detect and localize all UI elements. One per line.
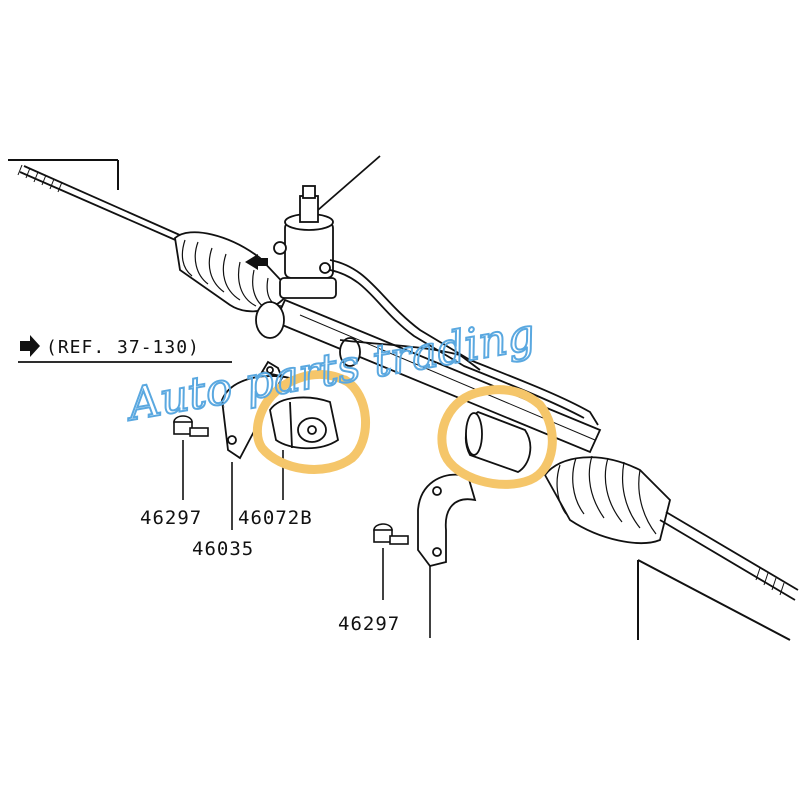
- part-label-clamp-left: 46035: [192, 538, 254, 560]
- part-label-bushing-left: 46072B: [238, 507, 313, 529]
- highlight-circles: [252, 370, 557, 489]
- part-label-bolt-left: 46297: [140, 507, 202, 529]
- bushing-left: [269, 396, 340, 450]
- highlight-circle-right: [437, 385, 557, 489]
- highlight-circle-left: [252, 370, 371, 474]
- rack-assembly: [17, 155, 799, 601]
- bushing-right: [464, 410, 532, 473]
- direction-arrow-icon: [245, 254, 268, 270]
- reference-note: (REF. 37-130): [18, 335, 232, 363]
- clamp-bracket-right: [417, 473, 477, 568]
- part-label-bolt-right: 46297: [338, 613, 400, 635]
- reference-text: (REF. 37-130): [46, 337, 200, 358]
- right-arrow-icon: [20, 335, 40, 357]
- bolt-left-icon: [173, 415, 209, 500]
- clamp-bracket-left: [221, 360, 291, 460]
- frame-lines: [8, 159, 791, 641]
- bolt-right-icon: [373, 523, 409, 600]
